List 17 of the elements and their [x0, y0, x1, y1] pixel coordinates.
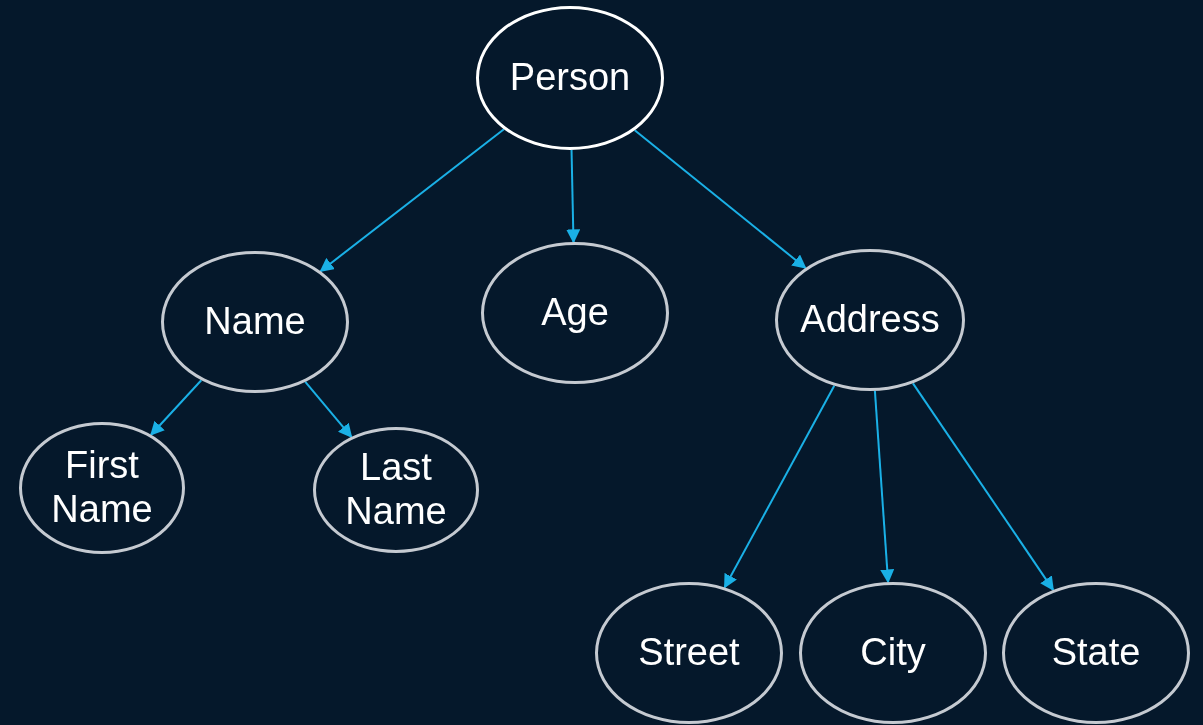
node-label: Last Name [344, 446, 448, 534]
arrow [723, 384, 836, 589]
arrow [911, 382, 1055, 591]
arrow [304, 380, 353, 438]
arrow [566, 149, 581, 244]
node-label: Street [637, 631, 741, 675]
node-label: State [1050, 631, 1142, 675]
node-label: First Name [50, 444, 154, 532]
arrow [150, 379, 203, 436]
node-label: Age [540, 291, 610, 335]
node-label: Person [508, 56, 632, 100]
node-label: Address [799, 298, 941, 342]
arrow [633, 129, 807, 269]
arrow [873, 389, 895, 584]
node-label: Name [203, 300, 307, 344]
node-label: City [859, 631, 927, 675]
arrow [319, 128, 505, 273]
